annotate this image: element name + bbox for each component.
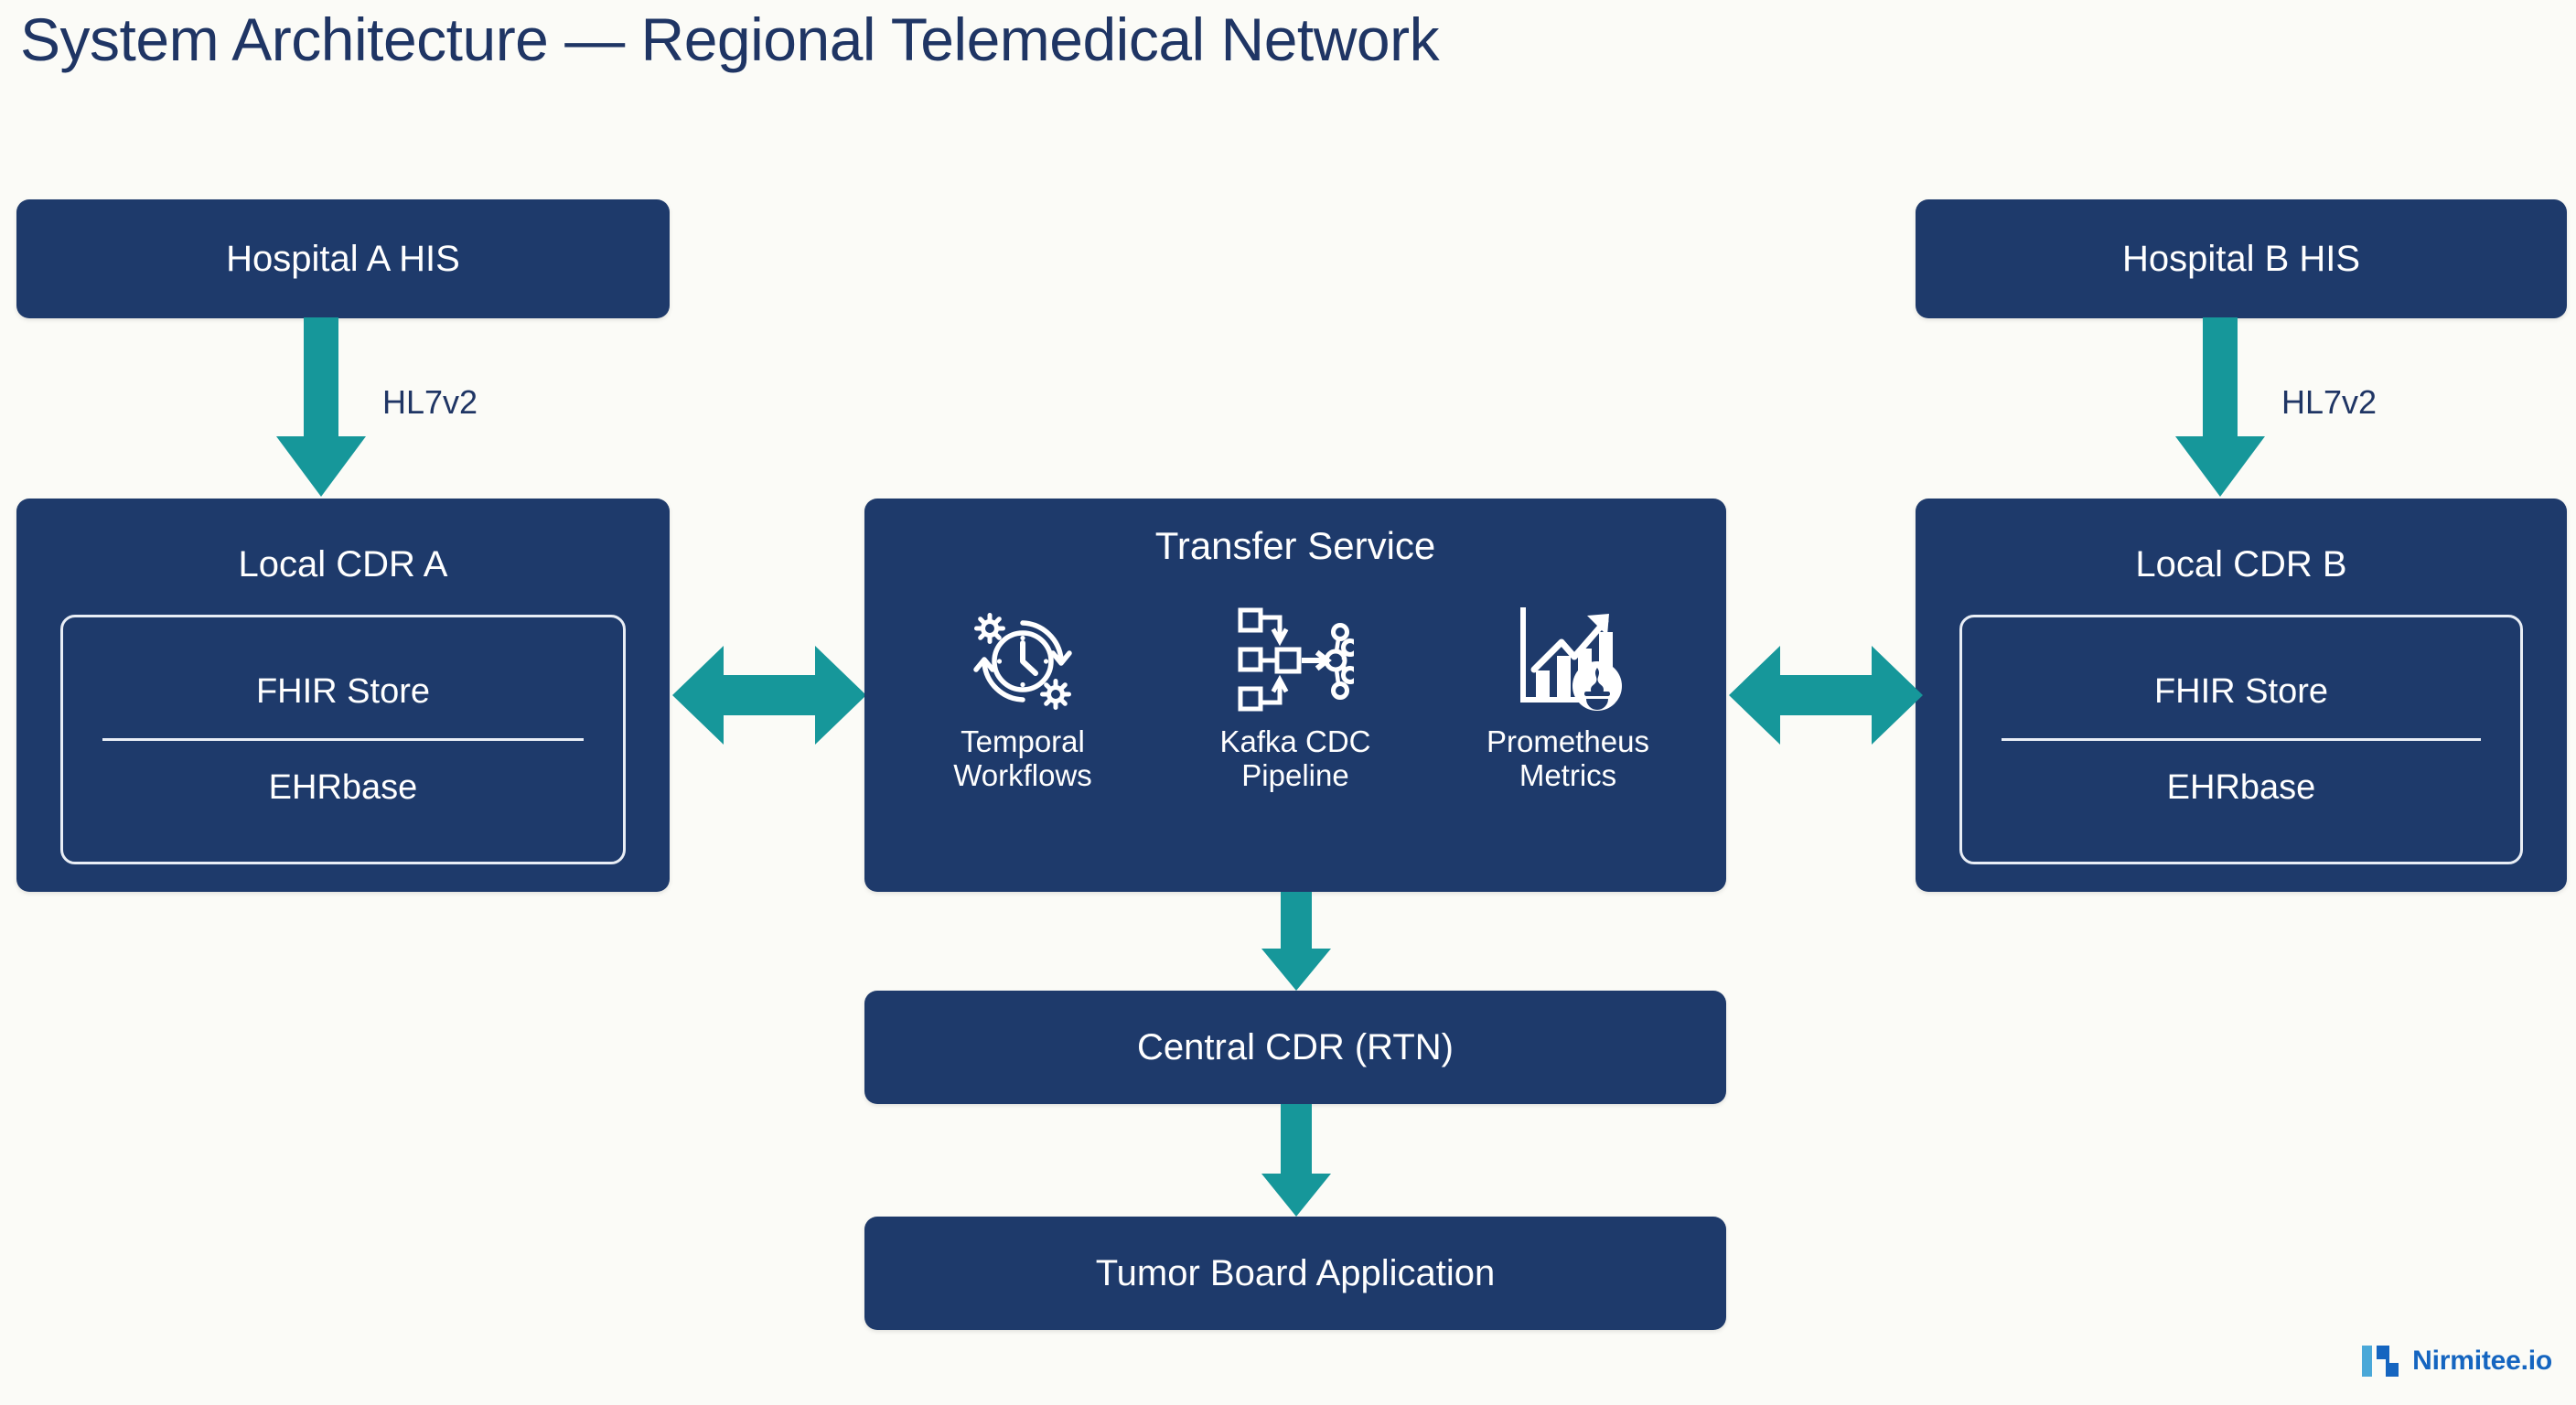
caption-line-1: Kafka CDC: [1219, 724, 1371, 758]
store-secondary-label: EHRbase: [268, 768, 418, 807]
transfer-service-components: Temporal Workflows: [886, 601, 1704, 881]
brand-name: Nirmitee.io: [2412, 1346, 2552, 1376]
arrow-hospital-a-to-cdr-a: [271, 317, 371, 499]
arrow-transfer-service-to-cdr-b: [1729, 640, 1923, 750]
node-label: Local CDR B: [2135, 544, 2347, 585]
page-title: System Architecture — Regional Telemedic…: [20, 5, 1440, 73]
node-label: Tumor Board Application: [1095, 1252, 1496, 1293]
edge-label-hl7v2-a: HL7v2: [382, 383, 478, 421]
component-caption: Kafka CDC Pipeline: [1219, 724, 1371, 793]
clock-gears-icon: [963, 601, 1082, 718]
caption-line-2: Metrics: [1519, 757, 1617, 792]
component-kafka-cdc-pipeline[interactable]: Kafka CDC Pipeline: [1159, 601, 1432, 793]
node-hospital-b-his[interactable]: Hospital B HIS: [1916, 199, 2567, 318]
arrow-cdr-a-to-transfer-service: [672, 640, 866, 750]
component-prometheus-metrics[interactable]: Prometheus Metrics: [1432, 601, 1704, 793]
caption-line-1: Prometheus: [1487, 724, 1649, 758]
arrow-central-cdr-to-tumor-board: [1260, 1104, 1333, 1218]
node-central-cdr[interactable]: Central CDR (RTN): [864, 991, 1726, 1104]
node-label: Hospital B HIS: [2121, 238, 2361, 279]
node-hospital-a-his[interactable]: Hospital A HIS: [16, 199, 670, 318]
caption-line-2: Workflows: [953, 757, 1092, 792]
prometheus-chart-icon: [1508, 601, 1627, 718]
caption-line-1: Temporal: [961, 724, 1085, 758]
component-temporal-workflows[interactable]: Temporal Workflows: [886, 601, 1159, 793]
node-tumor-board-application[interactable]: Tumor Board Application: [864, 1217, 1726, 1330]
arrow-hospital-b-to-cdr-b: [2170, 317, 2270, 499]
store-divider: [2001, 738, 2482, 741]
edge-label-hl7v2-b: HL7v2: [2281, 383, 2377, 421]
store-primary-label: FHIR Store: [255, 672, 431, 711]
node-local-cdr-b[interactable]: Local CDR B FHIR Store EHRbase: [1916, 499, 2567, 892]
store-divider: [102, 738, 585, 741]
node-label: Central CDR (RTN): [1137, 1026, 1454, 1067]
node-label: Hospital A HIS: [226, 238, 460, 279]
arrow-transfer-service-to-central-cdr: [1260, 892, 1333, 992]
cdr-a-store-card: FHIR Store EHRbase: [60, 615, 626, 864]
kafka-cdc-icon: [1236, 601, 1355, 718]
nirmitee-logo-icon: [2362, 1346, 2399, 1377]
component-caption: Prometheus Metrics: [1487, 724, 1649, 793]
cdr-b-store-card: FHIR Store EHRbase: [1959, 615, 2523, 864]
node-transfer-service[interactable]: Transfer Service: [864, 499, 1726, 892]
caption-line-2: Pipeline: [1241, 757, 1349, 792]
node-label: Local CDR A: [238, 544, 448, 585]
component-caption: Temporal Workflows: [953, 724, 1092, 793]
node-label: Transfer Service: [1154, 524, 1436, 567]
store-primary-label: FHIR Store: [2153, 672, 2329, 711]
store-secondary-label: EHRbase: [2166, 768, 2316, 807]
node-local-cdr-a[interactable]: Local CDR A FHIR Store EHRbase: [16, 499, 670, 892]
brand-logo: Nirmitee.io: [2361, 1343, 2552, 1379]
